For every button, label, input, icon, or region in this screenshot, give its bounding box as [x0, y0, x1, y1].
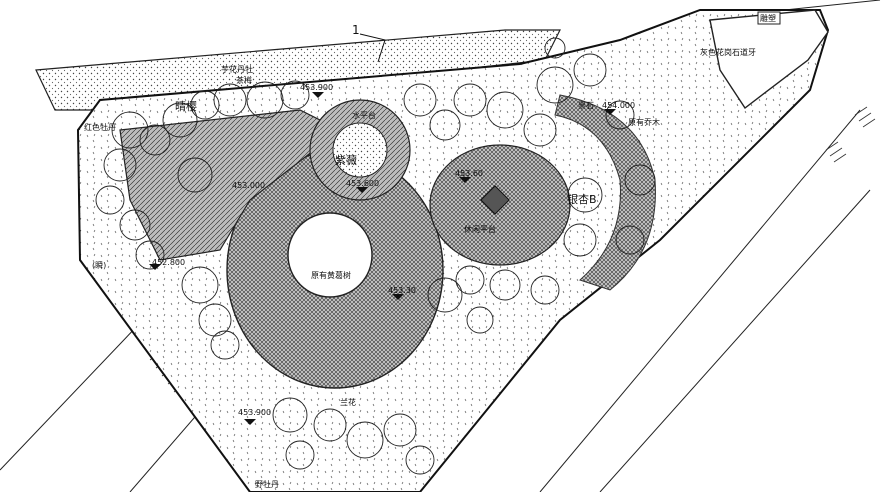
- feature-diamond: [480, 185, 510, 215]
- label-flower-top: 紫薇: [335, 154, 357, 167]
- sculpture-box: [757, 11, 781, 25]
- label-cherry: 晴樱: [175, 100, 197, 113]
- label-peony-top: 芋花丹牡: [221, 64, 253, 74]
- elev-6: 454.000: [602, 101, 635, 110]
- label-sculpture: 雕塑: [760, 13, 776, 23]
- label-rest-platform: 休闲平台: [464, 224, 496, 234]
- label-existing-tree: 原有乔木: [628, 117, 660, 127]
- section-mark: [359, 33, 386, 63]
- top-platform-inner: [332, 122, 388, 178]
- label-peony-left: 红色牡丹: [84, 122, 116, 132]
- elev-8: 453.900: [300, 83, 333, 92]
- central-tree-circle: [287, 212, 373, 298]
- elev-5: 453.000: [232, 181, 265, 190]
- elev-2: 452.800: [152, 258, 185, 267]
- label-wild-peony: 野牡丹: [255, 479, 279, 489]
- sculpture-area: [709, 9, 829, 110]
- label-paving-strip: (瞬): [92, 261, 106, 270]
- label-rock-edge: 灰色花岗石道牙: [700, 47, 756, 57]
- elev-1: 453.900: [238, 408, 271, 417]
- tree-symbols: [95, 37, 656, 475]
- label-water-platform: 水平台: [352, 110, 376, 120]
- elev-7: 453.60: [455, 169, 483, 178]
- elev-4: 453.30: [388, 286, 416, 295]
- elevation-markers: [149, 92, 616, 425]
- curved-path: [554, 94, 656, 291]
- label-section-mark: 1: [352, 23, 360, 37]
- label-original-tree: 原有黄葛树: [311, 270, 351, 280]
- elev-3: 453.600: [346, 179, 379, 188]
- label-stone: 景石: [578, 101, 594, 110]
- label-ground-cover: 兰花: [340, 397, 356, 407]
- label-ginkgo: 银杏B: [567, 192, 597, 206]
- label-camellia: 茶梅: [236, 75, 252, 85]
